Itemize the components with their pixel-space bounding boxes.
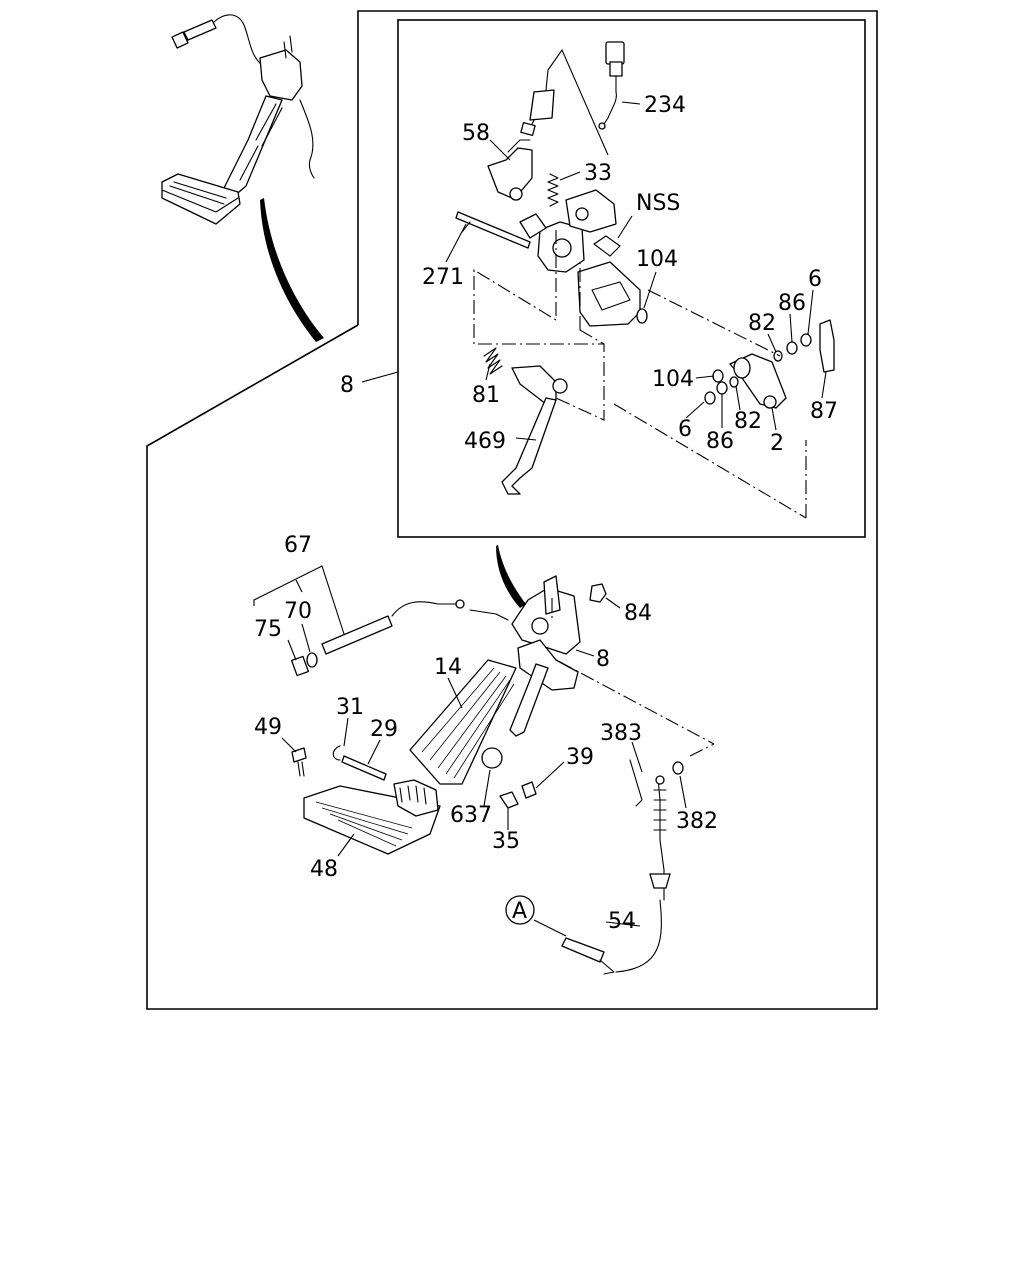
leader-lines — [253, 101, 827, 937]
label-58: 58 — [462, 121, 490, 146]
label-14: 14 — [434, 655, 462, 680]
label-469: 469 — [464, 429, 506, 454]
label-6-upper: 6 — [808, 267, 822, 292]
label-82-lower: 82 — [734, 409, 762, 434]
label-48: 48 — [310, 857, 338, 882]
callout-a-letter: A — [512, 899, 527, 924]
label-104-upper: 104 — [636, 247, 678, 272]
label-84: 84 — [624, 601, 652, 626]
label-31: 31 — [336, 695, 364, 720]
detail-inset-box — [397, 19, 866, 538]
overview-pedal-assembly — [161, 14, 315, 225]
outer-frame — [146, 10, 878, 1010]
label-382: 382 — [676, 809, 718, 834]
label-82-upper: 82 — [748, 311, 776, 336]
inset-parts — [455, 41, 835, 519]
label-75: 75 — [254, 617, 282, 642]
label-6-lower: 6 — [678, 417, 692, 442]
label-271: 271 — [422, 265, 464, 290]
label-8-lower: 8 — [596, 647, 610, 672]
label-70: 70 — [284, 599, 312, 624]
label-39: 39 — [566, 745, 594, 770]
label-35: 35 — [492, 829, 520, 854]
label-2: 2 — [770, 431, 784, 456]
label-29: 29 — [370, 717, 398, 742]
label-8-inset: 8 — [340, 373, 354, 398]
label-637: 637 — [450, 803, 492, 828]
label-33: 33 — [584, 161, 612, 186]
label-87: 87 — [810, 399, 838, 424]
label-86-upper: 86 — [778, 291, 806, 316]
label-86-lower: 86 — [706, 429, 734, 454]
label-234: 234 — [644, 93, 686, 118]
label-383: 383 — [600, 721, 642, 746]
label-nss: NSS — [636, 191, 680, 216]
callout-a-circle — [505, 895, 535, 925]
label-49: 49 — [254, 715, 282, 740]
label-81: 81 — [472, 383, 500, 408]
sweep-arrow-icon — [260, 198, 324, 342]
main-assembly — [290, 575, 715, 975]
label-104-lower: 104 — [652, 367, 694, 392]
sweep-arrow-icon — [496, 545, 526, 608]
label-54: 54 — [608, 909, 636, 934]
label-67: 67 — [284, 533, 312, 558]
